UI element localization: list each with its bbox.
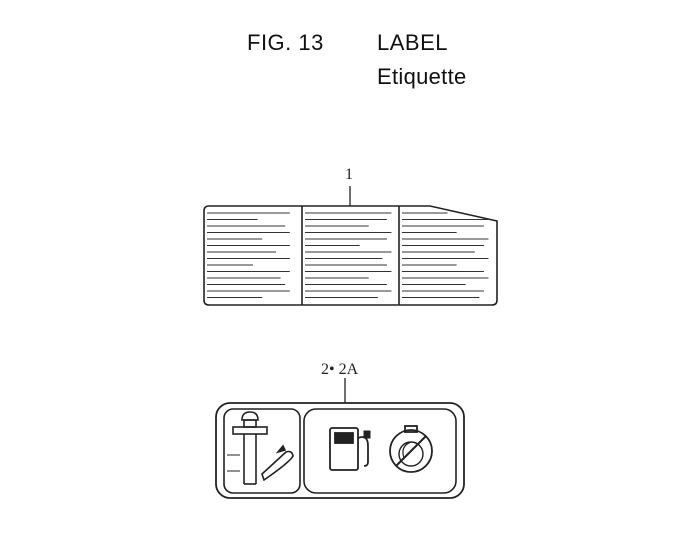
figure-subtitle: Etiquette bbox=[377, 64, 467, 89]
callout-1: 1 bbox=[345, 166, 353, 183]
fuel-pump-icon bbox=[329, 427, 371, 471]
figure-number: FIG. 13 bbox=[247, 30, 324, 55]
label-1-text-lines bbox=[207, 212, 489, 299]
callout-2-2a: 2• 2A bbox=[321, 361, 359, 378]
dipstick-oil-icon bbox=[227, 411, 294, 485]
figure-title: LABEL bbox=[377, 30, 448, 55]
label-2-drawing bbox=[215, 402, 465, 499]
no-fuel-cap-icon bbox=[389, 425, 433, 473]
label-1-drawing bbox=[203, 205, 498, 306]
